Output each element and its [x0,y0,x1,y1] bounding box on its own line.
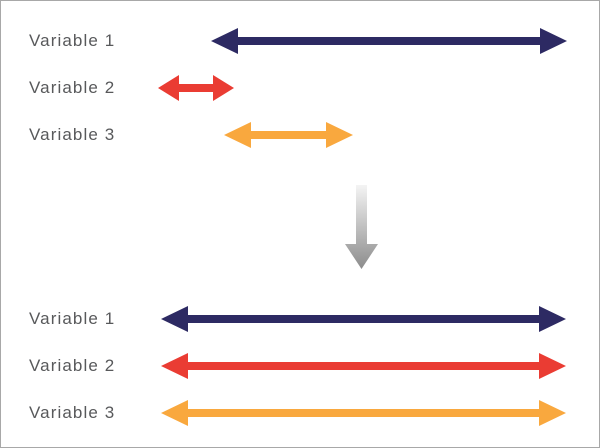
variable-3-label: Variable 3 [29,125,116,144]
variable-1-label: Variable 1 [29,31,116,50]
variable-2-range-arrow-icon [158,74,234,102]
variable-1-range-arrow-icon [161,305,566,333]
variable-1-range-arrow-icon [211,27,567,55]
before-row-variable-2: Variable 2 [1,74,599,102]
variable-3-label: Variable 3 [29,403,116,422]
variable-3-range-arrow-icon [161,399,566,427]
after-row-variable-1: Variable 1 [1,305,599,333]
variable-1-label: Variable 1 [29,309,116,328]
variable-2-range-arrow-icon [161,352,566,380]
after-row-variable-2: Variable 2 [1,352,599,380]
variable-2-label: Variable 2 [29,356,116,375]
variable-3-range-arrow-icon [224,121,353,149]
after-row-variable-3: Variable 3 [1,399,599,427]
variable-2-label: Variable 2 [29,78,116,97]
before-row-variable-1: Variable 1 [1,27,599,55]
down-arrow-icon [344,185,378,269]
before-row-variable-3: Variable 3 [1,121,599,149]
